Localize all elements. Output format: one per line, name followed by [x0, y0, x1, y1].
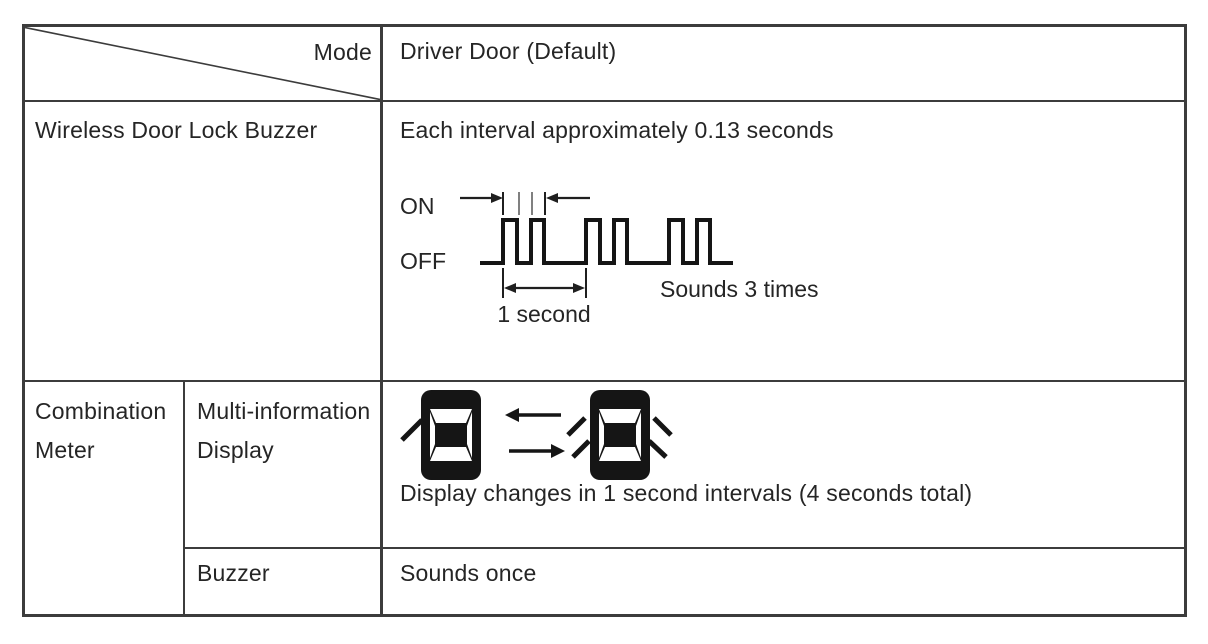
sounds-3-times-label: Sounds 3 times [660, 276, 819, 302]
table-row-divider-header [22, 100, 1187, 102]
right-upper-flash-tick [652, 416, 673, 437]
combination-meter-line2: Meter [35, 437, 95, 463]
left-upper-flash-tick [566, 416, 587, 437]
row-label-buzzer: Buzzer [197, 560, 270, 586]
arrow-right-icon [509, 444, 565, 458]
mode-header-value: Driver Door (Default) [400, 38, 617, 64]
row-group-label-combination-meter: Combination Meter [35, 392, 166, 470]
car-all-doors-flash-icon [566, 390, 673, 480]
arrow-left-icon [505, 408, 561, 422]
buzzer-interval-description: Each interval approximately 0.13 seconds [400, 117, 834, 143]
row-label-multi-information-display: Multi-information Display [197, 392, 370, 470]
waveform-on-label: ON [400, 193, 435, 219]
table-row-divider-2 [183, 547, 1187, 549]
driver-door-tick [400, 418, 424, 442]
right-lower-flash-tick [647, 439, 668, 459]
interval-dimension-arrows [460, 192, 590, 215]
table-outer-border [22, 24, 1187, 617]
left-lower-flash-tick [571, 439, 591, 459]
multi-info-display-diagram [400, 390, 673, 480]
buzzer-value: Sounds once [400, 560, 537, 586]
table-row-divider-1 [22, 380, 1187, 382]
table-column-divider-main [380, 24, 383, 617]
display-change-caption: Display changes in 1 second intervals (4… [400, 480, 973, 506]
combination-meter-line1: Combination [35, 398, 167, 424]
multi-information-line2: Display [197, 437, 274, 463]
diagonal-header-line [25, 27, 380, 100]
multi-information-line1: Multi-information [197, 398, 371, 424]
one-second-dimension [502, 268, 587, 298]
car-driver-door-open-icon [400, 390, 481, 480]
buzzer-pulse-waveform [480, 218, 733, 265]
mode-header-label: Mode [313, 39, 372, 65]
buzzer-waveform-diagram: ON OFF 1 second Sounds 3 times [400, 192, 819, 327]
table-column-divider-sub [183, 381, 185, 617]
one-second-label: 1 second [497, 301, 590, 327]
waveform-off-label: OFF [400, 248, 446, 274]
row-label-wireless-door-lock-buzzer: Wireless Door Lock Buzzer [35, 117, 318, 143]
